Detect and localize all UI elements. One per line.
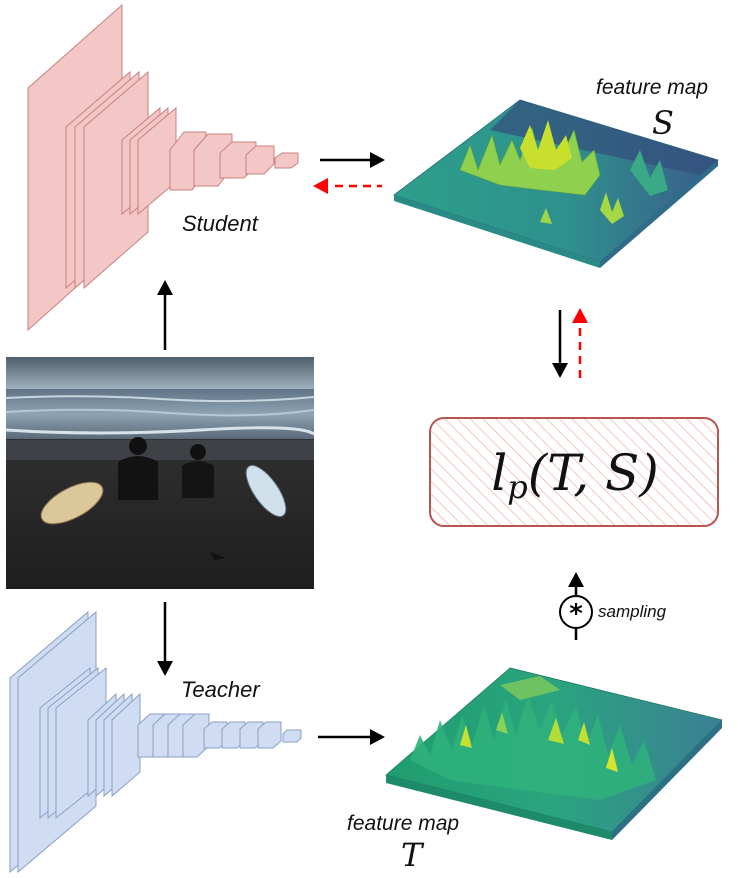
sampling-label: sampling (598, 602, 667, 621)
feature-map-teacher-label: feature map (347, 812, 460, 835)
feature-map-student-label: feature map (596, 76, 709, 99)
loss-subscript: p (507, 468, 528, 506)
loss-box (429, 417, 719, 527)
feature-map-teacher-symbol: T (401, 836, 423, 874)
feature-map-student (393, 99, 719, 268)
feature-map-teacher (385, 667, 723, 840)
feature-map-student-symbol: S (652, 104, 674, 142)
teacher-label: Teacher (181, 677, 260, 702)
student-network (27, 3, 299, 332)
student-label: Student (182, 211, 258, 236)
teacher-network (9, 610, 302, 874)
arrows (157, 152, 588, 745)
loss-args: (T, S) (527, 444, 659, 502)
input-image (5, 357, 315, 589)
sampling-symbol: * (569, 599, 583, 629)
sampling-node: * (559, 595, 593, 629)
loss-func: l (491, 444, 508, 502)
